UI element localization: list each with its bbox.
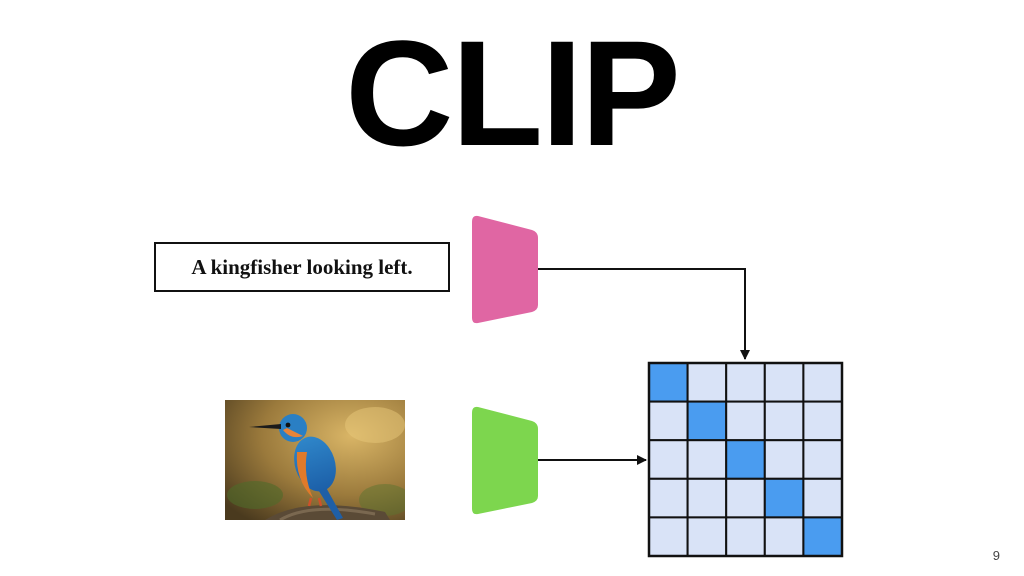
matrix-cell-highlighted	[648, 362, 689, 403]
matrix-cell	[725, 516, 766, 558]
matrix-cell	[686, 477, 728, 519]
matrix-cell	[648, 516, 689, 558]
caption-text: A kingfisher looking left.	[191, 254, 413, 279]
matrix-cell	[725, 362, 766, 403]
matrix-cell	[763, 362, 805, 403]
matrix-cell-highlighted	[686, 400, 728, 442]
page-number: 9	[992, 548, 1000, 563]
matrix-cell	[686, 362, 728, 403]
matrix-cell-highlighted	[802, 516, 844, 558]
matrix-cell	[648, 400, 689, 442]
matrix-cell	[725, 400, 766, 442]
slide-title: CLIP	[345, 9, 681, 177]
matrix-cell	[802, 439, 844, 480]
image-encoder-shape	[472, 406, 538, 515]
matrix-cell	[802, 362, 844, 403]
matrix-cell	[763, 516, 805, 558]
matrix-cell	[802, 400, 844, 442]
matrix-cell	[725, 477, 766, 519]
text-to-matrix-arrow	[538, 268, 750, 360]
matrix-cell	[802, 477, 844, 519]
text-caption-box: A kingfisher looking left.	[154, 242, 450, 292]
matrix-cell	[763, 400, 805, 442]
matrix-cell	[763, 439, 805, 480]
matrix-border	[647, 361, 844, 558]
text-encoder-shape	[472, 215, 538, 324]
kingfisher-photo	[225, 400, 405, 520]
matrix-cell	[686, 439, 728, 480]
matrix-cell-highlighted	[725, 439, 766, 480]
matrix-cell	[686, 516, 728, 558]
matrix-cell-highlighted	[763, 477, 805, 519]
matrix-cell	[648, 439, 689, 480]
matrix-cell	[648, 477, 689, 519]
similarity-matrix	[647, 361, 844, 558]
